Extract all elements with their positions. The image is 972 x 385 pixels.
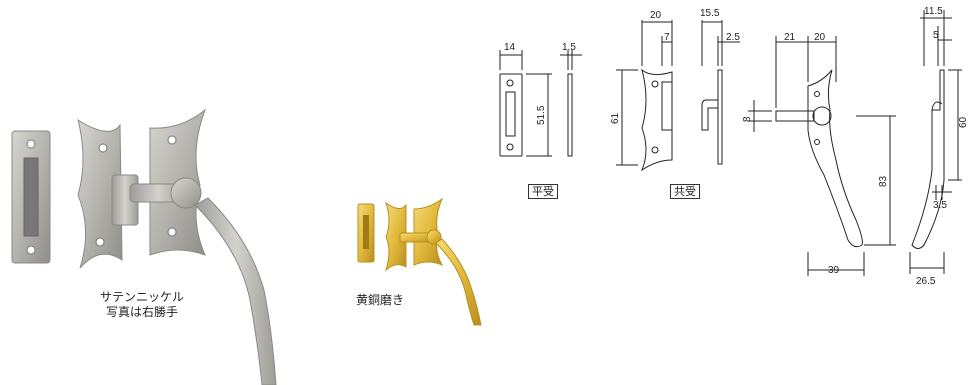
dim-common-plate: 2.5 bbox=[726, 32, 740, 43]
dim-handle-width: 20 bbox=[814, 32, 826, 43]
dim-handle-height: 83 bbox=[878, 175, 889, 187]
brass-latch-photo bbox=[357, 197, 482, 326]
dim-common-depth: 15.5 bbox=[700, 8, 720, 19]
dim-handle-reach: 39 bbox=[828, 265, 840, 276]
common-strike-front bbox=[640, 68, 673, 172]
lever-handle bbox=[194, 197, 277, 385]
handle-side bbox=[911, 69, 945, 249]
brass-caption: 黄銅磨き bbox=[355, 293, 404, 307]
dim-common-height: 61 bbox=[610, 112, 621, 124]
flat-strike-front bbox=[499, 73, 523, 157]
dim-flat-width: 14 bbox=[504, 42, 516, 53]
dim-side-depth: 26.5 bbox=[916, 276, 936, 287]
dim-side-inner: 5 bbox=[933, 30, 939, 41]
dim-side-width: 11.5 bbox=[924, 6, 943, 17]
common-strike-label: 共受 bbox=[670, 184, 700, 199]
dim-side-height: 60 bbox=[958, 116, 969, 128]
common-strike-side bbox=[717, 69, 723, 165]
dim-flat-height: 51.5 bbox=[536, 105, 547, 125]
dim-common-inner: 7 bbox=[664, 32, 670, 43]
flat-strike-label: 平受 bbox=[528, 184, 558, 199]
latch-knob bbox=[170, 177, 202, 209]
handle-front bbox=[807, 69, 863, 248]
common-strike-plate bbox=[77, 118, 123, 269]
dim-side-thickness: 3.5 bbox=[933, 200, 947, 211]
dim-handle-offset: 21 bbox=[784, 32, 796, 43]
satin-caption-line2: 写真は右勝手 bbox=[105, 305, 178, 319]
dim-handle-bar: 8 bbox=[742, 116, 753, 122]
dimension-drawings: 14 1.5 51.5 20 7 15.5 2.5 61 21 20 8 83 … bbox=[499, 6, 969, 287]
dim-common-width: 20 bbox=[650, 10, 662, 21]
satin-caption-line1: サテンニッケル bbox=[99, 290, 184, 304]
dim-flat-thickness: 1.5 bbox=[562, 42, 576, 53]
satin-nickel-latch-photo bbox=[11, 108, 277, 385]
flat-strike-side bbox=[567, 73, 573, 157]
